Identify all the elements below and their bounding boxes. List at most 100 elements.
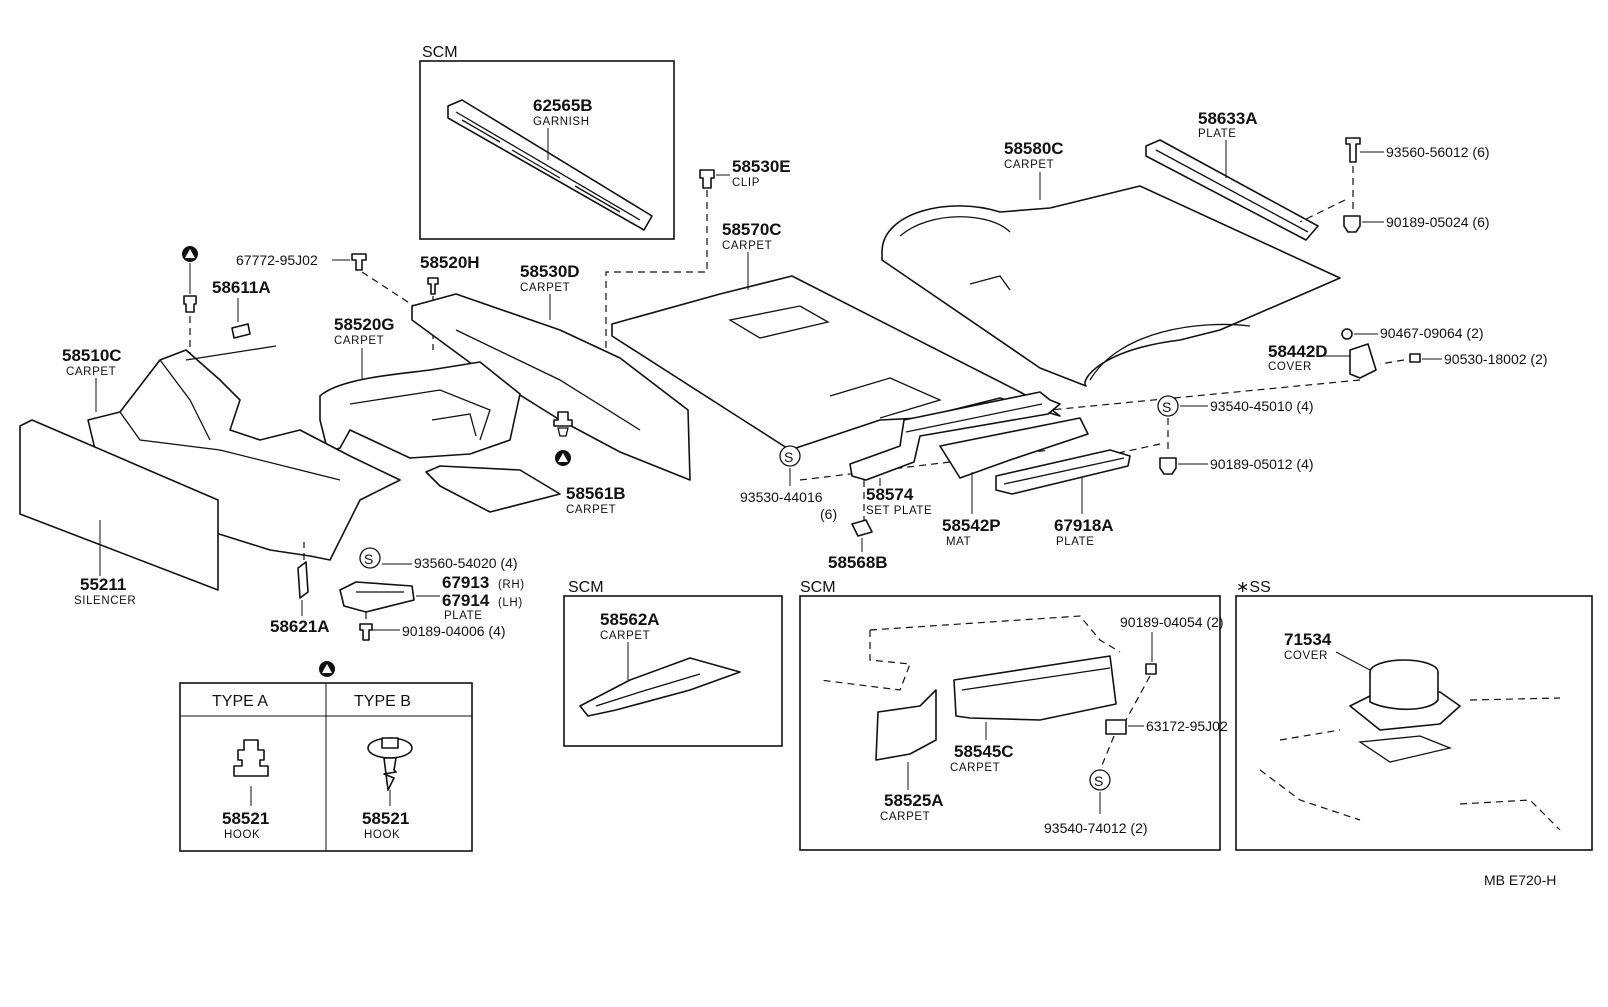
part-58570c-number: 58570C — [722, 220, 782, 239]
type-b-part-desc: HOOK — [364, 829, 400, 841]
part-58530e-desc: CLIP — [732, 177, 760, 189]
scm-top-title: SCM — [422, 44, 458, 61]
type-b-heading: TYPE B — [354, 693, 411, 710]
scm-top-box: SCM 62565B GARNISH — [419, 44, 675, 240]
part-58561b-number: 58561B — [566, 484, 626, 503]
part-58621a-number: 58621A — [270, 617, 330, 636]
part-63172-95j02-number: 63172-95J02 — [1146, 718, 1228, 734]
part-55211-number: 55211 — [80, 575, 126, 594]
clip-58530e: 58530E CLIP — [605, 157, 791, 365]
part-90189-04006-number: 90189-04006 (4) — [402, 623, 506, 639]
type-a-part-number: 58521 — [222, 809, 269, 828]
part-90189-04054-number: 90189-04054 (2) — [1120, 614, 1224, 630]
garnish-part — [447, 99, 653, 231]
type-a-heading: TYPE A — [212, 693, 268, 710]
cover-58442d — [1341, 328, 1421, 379]
diagram-code: MB E720-H — [1484, 872, 1556, 888]
bolt-90189-04006 — [359, 623, 400, 641]
part-67913-number: 67913 — [442, 573, 489, 592]
part-58561b-desc: CARPET — [566, 504, 616, 516]
part-58570c-desc: CARPET — [722, 240, 772, 252]
type-a-part-desc: HOOK — [224, 829, 260, 841]
part-58545c-number: 58545C — [954, 742, 1014, 761]
part-71534-number: 71534 — [1284, 630, 1332, 649]
nut-90189-05024 — [1343, 215, 1384, 233]
part-58530d-number: 58530D — [520, 262, 580, 281]
part-55211-desc: SILENCER — [74, 595, 136, 607]
part-58562a-desc: CARPET — [600, 630, 650, 642]
carpet-58530d — [411, 293, 691, 481]
bolt-93560-56012 — [1345, 137, 1384, 163]
part-58580c-number: 58580C — [1004, 139, 1064, 158]
part-58580c-desc: CARPET — [1004, 159, 1054, 171]
clip-63172 — [1105, 719, 1144, 735]
part-93530-44016-qty: (6) — [820, 506, 837, 522]
nut-90189-05012 — [1159, 457, 1208, 475]
part-93560-54020-number: 93560-54020 (4) — [414, 555, 518, 571]
type-table: TYPE A TYPE B 58521 HOOK 58521 HOOK — [179, 682, 473, 852]
part-67918a-desc: PLATE — [1056, 536, 1095, 548]
mat-58542p — [939, 417, 1089, 479]
s-letter-4: S — [1094, 773, 1103, 789]
part-58442d-desc: COVER — [1268, 361, 1312, 373]
carpet-58562a — [579, 657, 741, 717]
carpet-58561b — [425, 465, 561, 513]
part-58562a-number: 58562A — [600, 610, 660, 629]
s-screw-93560-54020: S — [359, 547, 412, 569]
part-58525a-desc: CARPET — [880, 811, 930, 823]
s-letter-2: S — [784, 449, 793, 465]
part-93540-74012-number: 93540-74012 (2) — [1044, 820, 1148, 836]
part-58633a-desc: PLATE — [1198, 128, 1237, 140]
part-58530e-number: 58530E — [732, 157, 791, 176]
ss-box: ∗SS 71534 COVER — [1235, 579, 1593, 851]
part-58520g-desc: CARPET — [334, 335, 384, 347]
part-90467-09064-number: 90467-09064 (2) — [1380, 325, 1484, 341]
part-58520g-number: 58520G — [334, 315, 395, 334]
carpet-58525a — [875, 689, 937, 761]
type-symbol-mid — [553, 411, 573, 466]
part-58530d-desc: CARPET — [520, 282, 570, 294]
part-58621a — [297, 561, 309, 599]
s-screw-93540-74012: S — [1089, 769, 1111, 814]
silencer-55211 — [19, 419, 219, 591]
scm-mid-box: SCM 58562A CARPET — [563, 579, 783, 747]
part-58568b — [851, 519, 873, 537]
part-62565b-number: 62565B — [533, 96, 593, 115]
type-symbol-top — [182, 246, 198, 370]
part-67913-67914-desc: PLATE — [444, 610, 483, 622]
part-58574-number: 58574 — [866, 485, 914, 504]
part-67914-number: 67914 — [442, 591, 490, 610]
plate-58633a — [1145, 139, 1319, 241]
hook-type-b-icon — [367, 737, 413, 806]
s-screw-93540-45010: S — [1157, 395, 1208, 417]
s-letter-1: S — [1162, 399, 1171, 415]
clip-58520h — [427, 277, 439, 295]
plate-67913-67914 — [339, 581, 415, 613]
set-plate-58574 — [849, 391, 1061, 481]
part-58510c-number: 58510C — [62, 346, 122, 365]
part-71534-desc: COVER — [1284, 650, 1328, 662]
part-58611a-number: 58611A — [212, 278, 271, 297]
ss-title: ∗SS — [1236, 579, 1271, 596]
part-58633a-number: 58633A — [1198, 109, 1258, 128]
part-67913-side: (RH) — [498, 579, 525, 591]
part-93540-45010-number: 93540-45010 (4) — [1210, 398, 1314, 414]
part-90530-18002-number: 90530-18002 (2) — [1444, 351, 1548, 367]
clip-67772 — [351, 253, 367, 271]
clip-90189-04054 — [1145, 632, 1157, 675]
carpet-58580c — [881, 185, 1341, 387]
part-58520h-number: 58520H — [420, 253, 480, 272]
part-58525a-number: 58525A — [884, 791, 944, 810]
part-58568b-number: 58568B — [828, 553, 888, 572]
part-90189-05012-number: 90189-05012 (4) — [1210, 456, 1314, 472]
type-b-part-number: 58521 — [362, 809, 409, 828]
plate-67918a — [995, 449, 1131, 495]
part-58574-desc: SET PLATE — [866, 505, 932, 517]
type-symbol-table — [319, 661, 335, 677]
part-93530-44016-number: 93530-44016 — [740, 489, 823, 505]
cover-71534 — [1349, 659, 1461, 731]
part-58545c-desc: CARPET — [950, 762, 1000, 774]
part-67918a-number: 67918A — [1054, 516, 1114, 535]
carpet-58520g — [319, 361, 521, 459]
